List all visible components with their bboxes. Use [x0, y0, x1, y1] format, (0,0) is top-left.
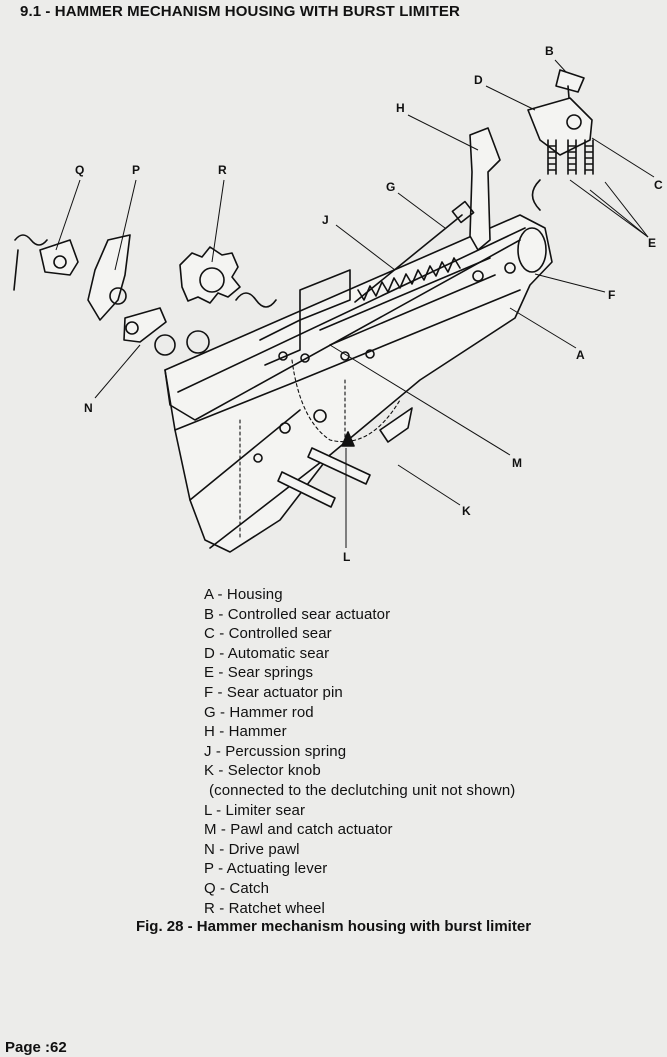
legend-item-b: B - Controlled sear actuator [204, 605, 391, 623]
actuating-lever-drawing [87, 234, 131, 321]
section-heading: 9.1 - HAMMER MECHANISM HOUSING WITH BURS… [20, 3, 460, 20]
callout-k: K [462, 504, 471, 518]
callout-r: R [218, 163, 227, 177]
legend-item-p: P - Actuating lever [204, 860, 328, 878]
legend-item-k: K - Selector knob [204, 762, 321, 780]
legend-item-d: D - Automatic sear [204, 644, 330, 662]
callout-n: N [84, 401, 93, 415]
hammer-rod-and-spring-drawing [354, 200, 475, 303]
drive-pawl-drawing [123, 307, 210, 356]
callout-a: A [576, 348, 585, 362]
callout-q: Q [75, 163, 84, 177]
hammer-drawing [469, 127, 501, 251]
callout-d: D [474, 73, 483, 87]
legend-item-g: G - Hammer rod [204, 703, 314, 721]
legend-item-m: M - Pawl and catch actuator [204, 821, 393, 839]
page-number: Page :62 [5, 1039, 67, 1056]
callout-h: H [396, 101, 405, 115]
catch-drawing [13, 234, 79, 291]
callout-m: M [512, 456, 522, 470]
legend-item-n: N - Drive pawl [204, 840, 300, 858]
legend-item-e: E - Sear springs [204, 664, 314, 682]
legend-item-f: F - Sear actuator pin [204, 683, 343, 701]
pins-and-selector-drawing [277, 407, 413, 508]
legend-item-h: H - Hammer [204, 723, 287, 741]
legend-item-k-note: (connected to the declutching unit not s… [209, 781, 516, 799]
callout-j: J [322, 213, 329, 227]
callout-p: P [132, 163, 140, 177]
callout-e: E [648, 236, 656, 250]
legend-item-q: Q - Catch [204, 879, 270, 897]
sear-group-drawing [527, 69, 594, 211]
exploded-diagram: B D H C G J E F A M K L N Q P R [0, 30, 667, 580]
legend-item-c: C - Controlled sear [204, 625, 332, 643]
callout-b: B [545, 44, 554, 58]
figure-caption: Fig. 28 - Hammer mechanism housing with … [135, 918, 532, 935]
callout-g: G [386, 180, 395, 194]
parts-legend: A - Housing B - Controlled sear actuator… [204, 585, 515, 918]
legend-item-r: R - Ratchet wheel [204, 899, 325, 917]
callout-f: F [608, 288, 615, 302]
legend-item-l: L - Limiter sear [204, 801, 306, 819]
callout-l: L [343, 550, 350, 564]
ratchet-wheel-drawing [179, 246, 277, 308]
legend-item-j: J - Percussion spring [204, 742, 347, 760]
housing-drawing [164, 214, 553, 553]
callout-c: C [654, 178, 663, 192]
legend-item-a: A - Housing [204, 586, 283, 603]
